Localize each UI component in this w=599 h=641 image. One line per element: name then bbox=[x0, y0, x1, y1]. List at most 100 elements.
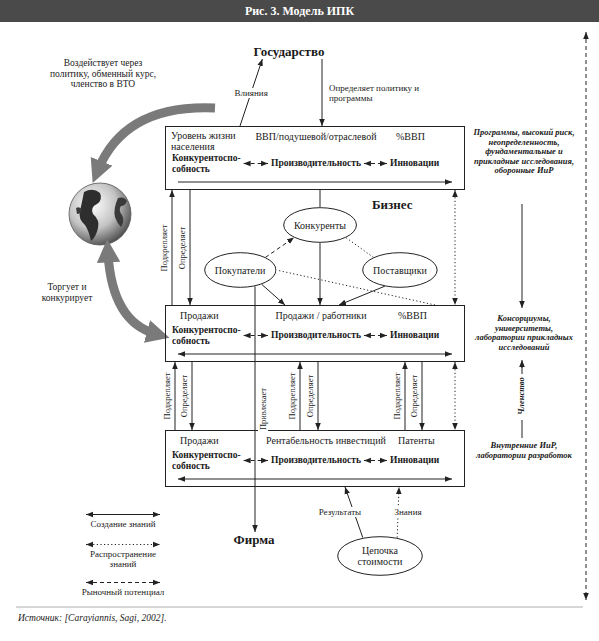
connector bbox=[192, 362, 193, 430]
legend-sample bbox=[78, 578, 168, 587]
title-bar: Рис. 3. Модель ИПК bbox=[0, 0, 599, 22]
edge-label: Подкрепляет bbox=[392, 372, 402, 421]
box-text: Продажи bbox=[180, 435, 219, 446]
connector bbox=[175, 362, 176, 430]
value-chain-ellipse: Цепочка стоимости bbox=[337, 536, 423, 576]
node-text: Государство bbox=[254, 44, 327, 59]
caption: Источник: [Carayiannis, Sagi, 2002]. bbox=[18, 613, 167, 624]
box-text: ВВП/подушевой/отраслевой bbox=[255, 131, 376, 142]
firm-label: Фирма bbox=[234, 532, 277, 547]
connector bbox=[262, 284, 285, 305]
legend-line bbox=[86, 544, 160, 545]
node-text: Поставщики bbox=[373, 265, 427, 276]
edge-label: Результаты bbox=[318, 507, 363, 517]
actor-ellipse: Поставщики bbox=[362, 252, 438, 288]
legend-text: Создание знаний bbox=[78, 519, 168, 529]
program-arrow bbox=[522, 204, 523, 308]
box-text: Конкурентоспо- собность bbox=[172, 325, 241, 347]
box-text: Производительность bbox=[271, 455, 361, 466]
edge-label: Подкрепляет bbox=[162, 372, 172, 421]
vertical-label: Членство bbox=[517, 377, 527, 415]
figure-title: Рис. 3. Модель ИПК bbox=[245, 4, 354, 18]
box-text: Продажи / работники bbox=[275, 310, 366, 321]
edge-label: Знания bbox=[394, 507, 423, 517]
annotation: Консорциумы, университеты, лаборатории п… bbox=[470, 314, 578, 352]
actor-ellipse: Покупатели bbox=[204, 252, 277, 288]
box-text: Производительность bbox=[271, 158, 361, 169]
edge-label: Подкрепляет bbox=[159, 223, 169, 272]
legend-line bbox=[86, 514, 160, 515]
potential-arrow bbox=[244, 460, 268, 461]
box-text: Инновации bbox=[390, 455, 439, 466]
legend-item: Рыночный потенциал bbox=[78, 578, 168, 597]
potential-arrow bbox=[244, 163, 268, 164]
edge-label: Привлекает bbox=[258, 387, 268, 431]
knowledge-arrow bbox=[178, 479, 452, 480]
potential-arrow bbox=[364, 335, 387, 336]
annotation: Программы, высокий риск, неопределенност… bbox=[470, 128, 578, 176]
annotation: Бизнес bbox=[372, 197, 413, 212]
level-box: Продажи Рентабельность инвестиций ПатентыК… bbox=[165, 430, 465, 487]
connector bbox=[300, 362, 301, 430]
ellipse-shape bbox=[338, 537, 423, 576]
trade-arrow bbox=[108, 253, 156, 334]
level-box: Продажи Продажи / работники %ВВП Конкуренто… bbox=[165, 305, 465, 362]
connector bbox=[346, 238, 374, 258]
edge-label: Определяет политику и программы bbox=[328, 83, 426, 103]
actor-ellipse: Конкуренты bbox=[283, 207, 357, 243]
caption-rule bbox=[16, 607, 583, 608]
legend-item: Распространение знаний bbox=[78, 540, 168, 569]
connector bbox=[339, 286, 385, 305]
level-box: Уровень жизни населения ВВП/подушевой/отр… bbox=[165, 126, 465, 190]
box-text: Продажи bbox=[180, 310, 219, 321]
ellipse-shape bbox=[363, 253, 437, 288]
edge-label: Определяет bbox=[179, 374, 189, 418]
node-text: Фирма bbox=[234, 532, 277, 547]
box-text: %ВВП bbox=[396, 131, 425, 142]
connector bbox=[455, 362, 456, 430]
potential-arrow bbox=[244, 335, 268, 336]
box-text: Производительность bbox=[271, 330, 361, 341]
box-text: Конкурентоспо- собность bbox=[172, 450, 241, 472]
box-text: Инновации bbox=[390, 158, 439, 169]
connector bbox=[405, 362, 406, 430]
box-text: Рентабельность инвестиций bbox=[266, 435, 386, 446]
knowledge-arrow bbox=[178, 354, 452, 355]
edge-label: Определяет bbox=[305, 374, 315, 418]
box-text: Уровень жизни населения bbox=[171, 130, 251, 152]
legend-sample bbox=[78, 540, 168, 549]
connector bbox=[190, 190, 191, 305]
box-text: Инновации bbox=[390, 330, 439, 341]
connector bbox=[455, 190, 456, 305]
edge-label: Определяет bbox=[409, 374, 419, 418]
knowledge-arrow bbox=[178, 182, 452, 183]
connector bbox=[172, 190, 173, 305]
annotation: Торгует и конкурирует bbox=[30, 282, 104, 303]
legend-sample bbox=[78, 510, 168, 519]
box-text: Конкурентоспо- собность bbox=[172, 153, 241, 175]
connector bbox=[320, 243, 321, 305]
membership-head bbox=[522, 360, 523, 368]
box-text: %ВВП bbox=[398, 310, 427, 321]
connector bbox=[320, 190, 321, 207]
potential-arrow bbox=[364, 460, 387, 461]
connector bbox=[265, 238, 294, 258]
annotation: Внутренние ИиР, лаборатории разработок bbox=[470, 441, 578, 460]
scale-arrow bbox=[586, 32, 587, 600]
edge-label: Подкрепляет bbox=[287, 372, 297, 421]
box-text: Патенты bbox=[398, 435, 435, 446]
globe bbox=[69, 183, 131, 245]
annotation: Воздействует через политику, обменный ку… bbox=[48, 58, 158, 90]
legend-text: Распространение знаний bbox=[78, 549, 168, 569]
node-text: Цепочка стоимости bbox=[358, 545, 403, 567]
legend-text: Рыночный потенциал bbox=[78, 587, 168, 597]
edge-label: Определяет bbox=[177, 225, 187, 269]
connector bbox=[322, 59, 323, 126]
potential-arrow bbox=[364, 163, 387, 164]
node-text: Покупатели bbox=[215, 265, 266, 276]
legend-item: Создание знаний bbox=[78, 510, 168, 529]
connector bbox=[422, 362, 423, 430]
connector bbox=[255, 286, 256, 532]
connector bbox=[318, 362, 319, 430]
